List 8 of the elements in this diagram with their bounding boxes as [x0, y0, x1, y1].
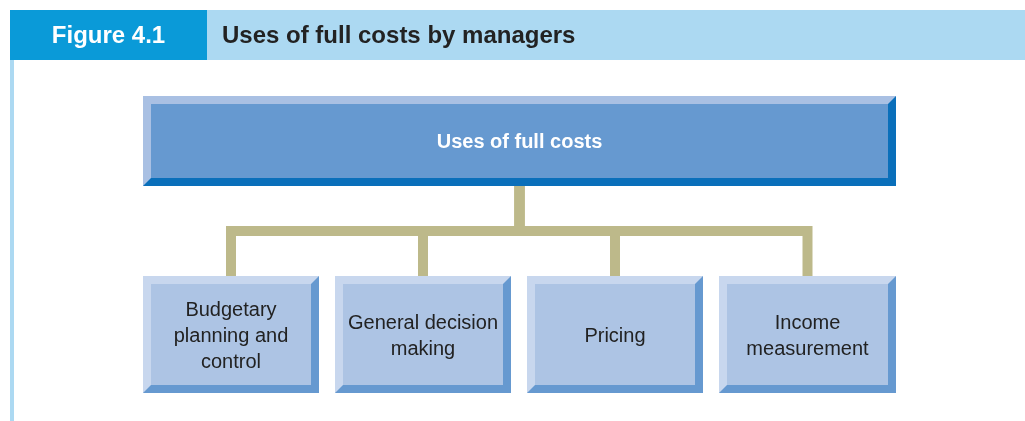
- category-box: Pricing: [527, 276, 703, 393]
- category-box: Budgetary planning and control: [143, 276, 319, 393]
- category-box: General decision making: [335, 276, 511, 393]
- figure-title: Uses of full costs by managers: [222, 20, 576, 50]
- category-box: Income measurement: [719, 276, 896, 393]
- connector-line: [514, 186, 813, 276]
- root-box: Uses of full costs: [143, 96, 896, 186]
- figure-number-label: Figure 4.1: [10, 10, 207, 60]
